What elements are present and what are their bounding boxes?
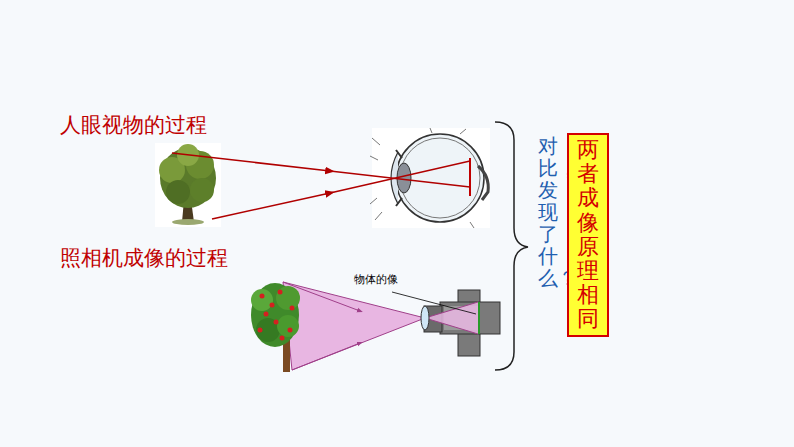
brace	[495, 122, 528, 370]
question-text: 对比，发现了什么？	[538, 135, 558, 289]
light-ray	[172, 153, 470, 219]
answer-text: 两者成像原理相同	[577, 138, 599, 332]
tree	[251, 283, 300, 372]
section-heading: 人眼视物的过程	[60, 111, 207, 139]
section-heading: 照相机成像的过程	[60, 244, 228, 272]
answer-box: 两者成像原理相同	[567, 133, 609, 337]
leader-line	[392, 292, 476, 314]
camera	[421, 290, 500, 356]
part-label: 物体的像	[354, 272, 398, 287]
